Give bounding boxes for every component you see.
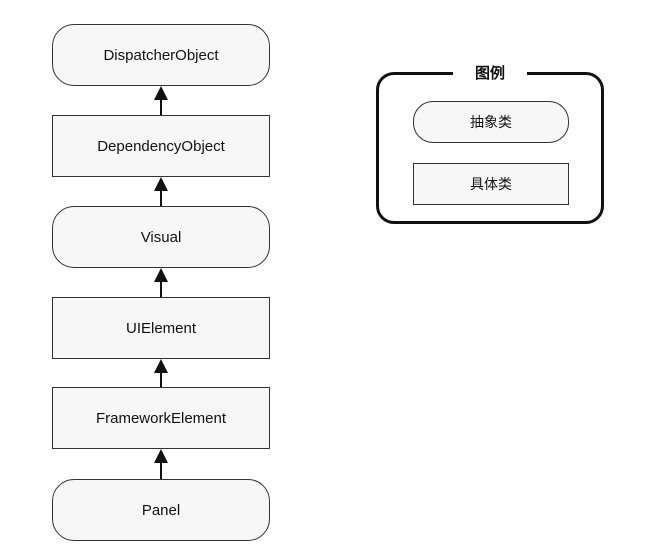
legend-title: 图例 <box>452 62 528 84</box>
legend-abstract-class: 抽象类 <box>413 101 569 143</box>
node-panel: Panel <box>52 479 270 541</box>
arrow-dependencyobject-to-dispatcherobject <box>154 86 168 115</box>
node-frameworkelement: FrameworkElement <box>52 387 270 449</box>
node-label: UIElement <box>125 319 197 337</box>
node-dependencyobject: DependencyObject <box>52 115 270 177</box>
legend-abstract-label: 抽象类 <box>470 115 512 131</box>
legend-concrete-label: 具体类 <box>470 177 512 193</box>
legend-concrete-class: 具体类 <box>413 163 569 205</box>
node-label: FrameworkElement <box>95 409 227 427</box>
node-label: Visual <box>140 228 182 246</box>
arrow-frameworkelement-to-uielement <box>154 359 168 387</box>
node-dispatcherobject: DispatcherObject <box>52 24 270 86</box>
node-label: DependencyObject <box>97 137 225 155</box>
arrow-uielement-to-visual <box>154 268 168 297</box>
node-uielement: UIElement <box>52 297 270 359</box>
arrow-visual-to-dependencyobject <box>154 177 168 206</box>
arrow-panel-to-frameworkelement <box>154 449 168 479</box>
node-label: Panel <box>141 501 181 519</box>
legend-box: 图例 抽象类 具体类 <box>376 62 604 224</box>
node-label: DispatcherObject <box>103 46 219 64</box>
node-visual: Visual <box>52 206 270 268</box>
